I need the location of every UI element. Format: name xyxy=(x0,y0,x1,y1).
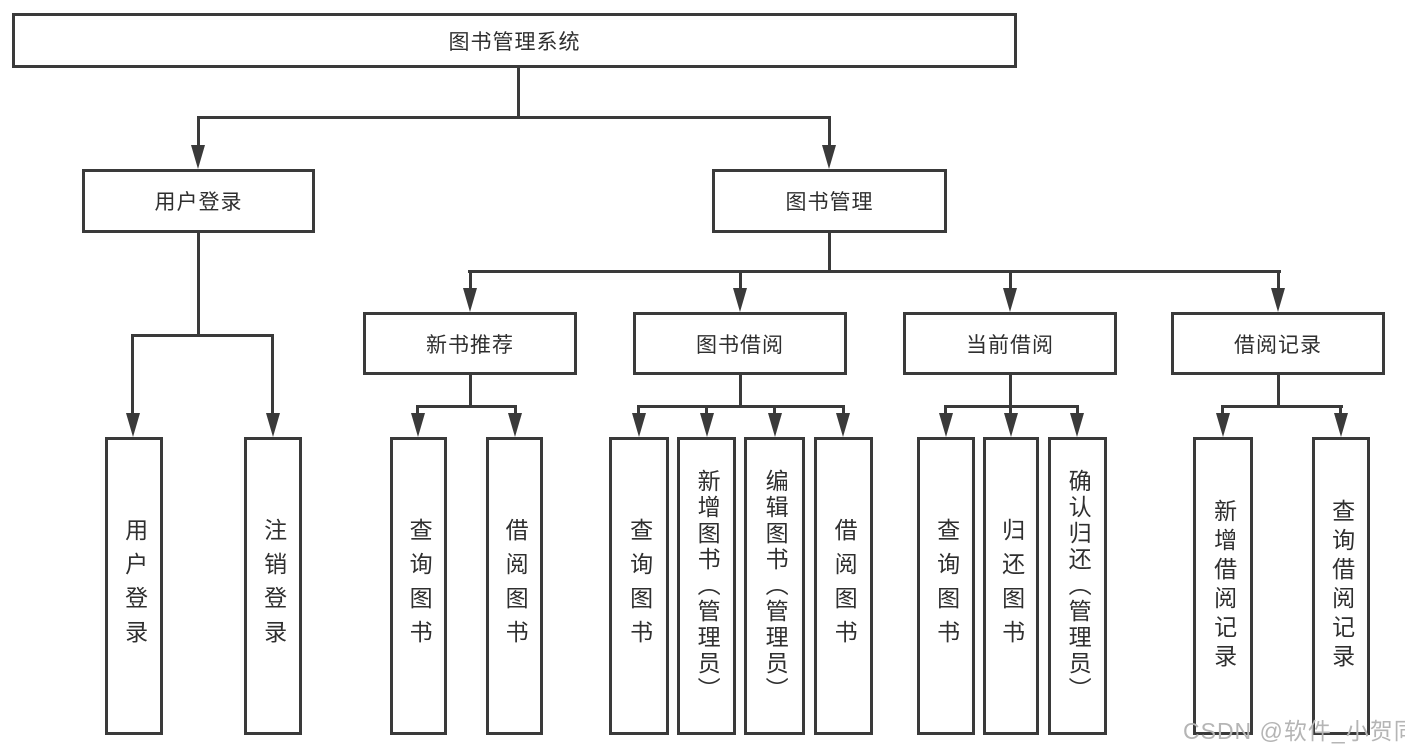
arrow-down-icon xyxy=(411,413,425,437)
connector-trunk xyxy=(197,233,200,337)
leaf-recommend-query-books-label: 查询图书 xyxy=(406,518,433,654)
connector-shaft xyxy=(705,405,708,419)
node-current-borrowing: 当前借阅 xyxy=(903,312,1117,375)
arrow-down-icon xyxy=(1070,413,1084,437)
connector-shaft xyxy=(469,270,472,294)
connector-shaft xyxy=(1221,405,1224,419)
arrow-down-icon xyxy=(768,413,782,437)
arrow-down-icon xyxy=(191,145,205,169)
arrow-down-icon xyxy=(126,413,140,437)
connector-trunk xyxy=(1009,375,1012,408)
node-library-system: 图书管理系统 xyxy=(12,13,1017,68)
connector-trunk xyxy=(469,375,472,408)
leaf-current-confirm-return-admin: 确认归还（管理员） xyxy=(1048,437,1107,735)
connector-branch xyxy=(637,405,845,408)
arrow-down-icon xyxy=(1216,413,1230,437)
leaf-user-login: 用户登录 xyxy=(105,437,163,735)
leaf-borrowing-query-books-label: 查询图书 xyxy=(626,518,653,654)
arrow-down-icon xyxy=(733,288,747,312)
node-book-management-label: 图书管理 xyxy=(785,191,874,214)
node-book-borrowing: 图书借阅 xyxy=(633,312,847,375)
connector-shaft xyxy=(1339,405,1342,419)
arrow-down-icon xyxy=(1003,288,1017,312)
node-borrowing-records-label: 借阅记录 xyxy=(1234,333,1322,357)
connector-shaft xyxy=(271,334,274,420)
connector-trunk xyxy=(739,375,742,408)
connector-branch xyxy=(1221,405,1343,408)
arrow-down-icon xyxy=(939,413,953,437)
leaf-records-query-borrow-record: 查询借阅记录 xyxy=(1312,437,1370,735)
leaf-records-add-borrow-record-label: 新增借阅记录 xyxy=(1210,499,1237,673)
leaf-user-login-label: 用户登录 xyxy=(121,518,148,654)
leaf-records-query-borrow-record-label: 查询借阅记录 xyxy=(1328,499,1355,673)
leaf-borrowing-edit-books-admin-label: 编辑图书（管理员） xyxy=(762,469,789,703)
arrow-down-icon xyxy=(508,413,522,437)
arrow-down-icon xyxy=(266,413,280,437)
leaf-current-query-books: 查询图书 xyxy=(917,437,975,735)
connector-shaft xyxy=(1009,405,1012,419)
node-current-borrowing-label: 当前借阅 xyxy=(966,333,1054,357)
connector-branch xyxy=(131,334,274,337)
connector-shaft xyxy=(944,405,947,419)
leaf-borrowing-borrow-books: 借阅图书 xyxy=(814,437,873,735)
connector-shaft xyxy=(637,405,640,419)
leaf-recommend-borrow-books-label: 借阅图书 xyxy=(502,518,529,654)
arrow-down-icon xyxy=(1334,413,1348,437)
connector-shaft xyxy=(197,116,200,152)
leaf-current-return-books-label: 归还图书 xyxy=(998,518,1025,654)
connector-shaft xyxy=(1076,405,1079,419)
connector-shaft xyxy=(828,116,831,152)
arrow-down-icon xyxy=(1271,288,1285,312)
node-borrowing-records: 借阅记录 xyxy=(1171,312,1385,375)
leaf-recommend-borrow-books: 借阅图书 xyxy=(486,437,543,735)
arrow-down-icon xyxy=(632,413,646,437)
leaf-logout-login: 注销登录 xyxy=(244,437,302,735)
node-library-system-label: 图书管理系统 xyxy=(448,30,581,54)
connector-shaft xyxy=(416,405,419,419)
node-new-book-recommendation: 新书推荐 xyxy=(363,312,577,375)
leaf-recommend-query-books: 查询图书 xyxy=(390,437,447,735)
arrow-down-icon xyxy=(836,413,850,437)
connector-shaft xyxy=(1277,270,1280,294)
connector-shaft xyxy=(514,405,517,419)
connector-shaft xyxy=(1009,270,1012,294)
connector-branch xyxy=(197,116,831,119)
connector-trunk xyxy=(828,233,831,273)
node-user-login-label: 用户登录 xyxy=(154,191,243,214)
arrow-down-icon xyxy=(700,413,714,437)
leaf-logout-login-label: 注销登录 xyxy=(260,518,287,654)
leaf-current-query-books-label: 查询图书 xyxy=(933,518,960,654)
node-new-book-recommendation-label: 新书推荐 xyxy=(426,333,514,357)
leaf-borrowing-borrow-books-label: 借阅图书 xyxy=(831,518,858,654)
leaf-borrowing-add-books-admin-label: 新增图书（管理员） xyxy=(694,469,721,703)
connector-branch xyxy=(416,405,517,408)
arrow-down-icon xyxy=(463,288,477,312)
connector-shaft xyxy=(773,405,776,419)
node-book-borrowing-label: 图书借阅 xyxy=(696,333,784,357)
connector-branch xyxy=(468,270,1281,273)
leaf-borrowing-query-books: 查询图书 xyxy=(609,437,669,735)
connector-trunk xyxy=(1277,375,1280,408)
leaf-current-confirm-return-admin-label: 确认归还（管理员） xyxy=(1065,469,1092,703)
leaf-current-return-books: 归还图书 xyxy=(983,437,1039,735)
node-user-login: 用户登录 xyxy=(82,169,315,233)
leaf-borrowing-edit-books-admin: 编辑图书（管理员） xyxy=(744,437,805,735)
connector-trunk xyxy=(517,68,520,119)
connector-shaft xyxy=(739,270,742,294)
leaf-records-add-borrow-record: 新增借阅记录 xyxy=(1193,437,1253,735)
leaf-borrowing-add-books-admin: 新增图书（管理员） xyxy=(677,437,736,735)
connector-shaft xyxy=(131,334,134,420)
arrow-down-icon xyxy=(1004,413,1018,437)
connector-shaft xyxy=(842,405,845,419)
arrow-down-icon xyxy=(822,145,836,169)
csdn-watermark: CSDN @软件_小贺同学 xyxy=(1183,718,1405,744)
node-book-management: 图书管理 xyxy=(712,169,947,233)
